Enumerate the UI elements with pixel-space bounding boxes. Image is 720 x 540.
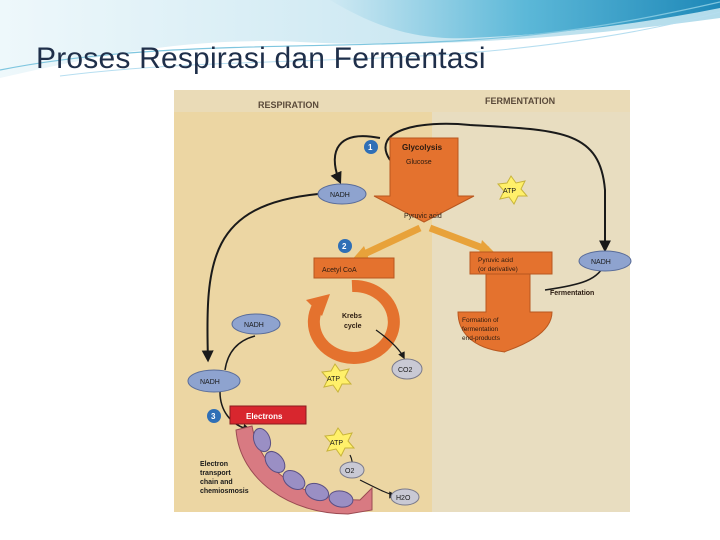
glycolysis-subtitle: Glucose — [406, 159, 432, 166]
co2-oval — [391, 358, 423, 380]
krebs-label-2: cycle — [344, 323, 362, 330]
step-2-label: 2 — [342, 242, 347, 251]
o2-label: O2 — [345, 468, 354, 475]
h2o-oval — [390, 488, 420, 506]
fermentation-products-3: end-products — [462, 335, 501, 342]
o2-oval — [339, 461, 365, 479]
step-1-label: 1 — [368, 143, 373, 152]
fermentation-products-1: Formation of — [462, 317, 499, 324]
arrow-nadh-loop-left — [201, 193, 319, 363]
etc-label-2: transport — [200, 470, 231, 477]
nadh-label-etc: NADH — [200, 379, 220, 386]
etc-carrier-2 — [264, 450, 286, 474]
fermentation-products-2: fermentation — [462, 326, 499, 333]
arrow-nadh-krebs-to-etc — [224, 335, 256, 371]
etc-label-1: Electron — [200, 461, 228, 468]
atp-star-glycolysis — [497, 175, 529, 205]
krebs-cycle-arrowhead — [306, 294, 330, 316]
atp-label-glycolysis: ATP — [503, 188, 516, 195]
atp-label-krebs: ATP — [327, 376, 340, 383]
pyruvic-derivative-line-2: (or derivative) — [478, 266, 518, 273]
pyruvic-acid-label: Pyruvic acid — [404, 213, 442, 220]
arrow-to-pyruvic-derivative — [428, 224, 490, 254]
arrow-to-acetyl-coa — [358, 224, 422, 260]
etc-carrier-3 — [282, 469, 306, 491]
nadh-oval-krebs — [231, 313, 281, 335]
arrow-glycolysis-to-nadh-right — [384, 122, 611, 253]
header-wave-dark — [330, 0, 720, 39]
nadh-label-fermentation: NADH — [591, 259, 611, 266]
arrow-glycolysis-to-nadh-left — [330, 135, 381, 185]
etc-carrier-1 — [252, 427, 272, 453]
krebs-cycle-ring — [307, 279, 400, 364]
panel-header-strip — [174, 90, 630, 112]
pyruvic-derivative-line-1: Pyruvic acid — [478, 257, 513, 264]
fermentation-arrow — [457, 273, 553, 353]
nadh-label-krebs: NADH — [244, 322, 264, 329]
acetyl-coa-box — [313, 257, 395, 279]
nadh-label-glycolysis: NADH — [330, 192, 350, 199]
step-1-marker — [364, 140, 378, 154]
atp-star-krebs — [321, 363, 353, 393]
etc-carrier-4 — [304, 482, 330, 502]
electrons-label: Electrons — [246, 412, 283, 421]
krebs-label-1: Krebs — [342, 313, 362, 320]
atp-label-etc: ATP — [330, 440, 343, 447]
arrow-krebs-to-co2 — [375, 329, 405, 360]
h2o-label: H2O — [396, 495, 411, 502]
header-wave-line-1 — [0, 1, 720, 71]
step-2-marker — [338, 239, 352, 253]
atp-star-etc — [324, 427, 356, 457]
nadh-oval-glycolysis — [317, 183, 367, 205]
electrons-box — [229, 405, 307, 425]
fermentation-header: FERMENTATION — [485, 96, 555, 106]
fermentation-panel — [432, 90, 630, 512]
co2-label: CO2 — [398, 367, 413, 374]
nadh-oval-fermentation — [578, 250, 632, 272]
respiration-header: RESPIRATION — [258, 100, 319, 110]
nadh-oval-etc — [187, 369, 241, 393]
etc-label-4: chemiosmosis — [200, 488, 249, 495]
glycolysis-arrow — [373, 137, 475, 223]
step-3-label: 3 — [211, 412, 216, 421]
etc-carrier-5 — [328, 490, 354, 508]
etc-label-3: chain and — [200, 479, 233, 486]
step-3-marker — [207, 409, 221, 423]
acetyl-coa-label: Acetyl CoA — [322, 267, 357, 274]
header-wave-line-2 — [59, 11, 720, 77]
fermentation-label: Fermentation — [550, 290, 594, 297]
glycolysis-title: Glycolysis — [402, 143, 443, 152]
slide-title: Proses Respirasi dan Fermentasi — [36, 42, 486, 75]
